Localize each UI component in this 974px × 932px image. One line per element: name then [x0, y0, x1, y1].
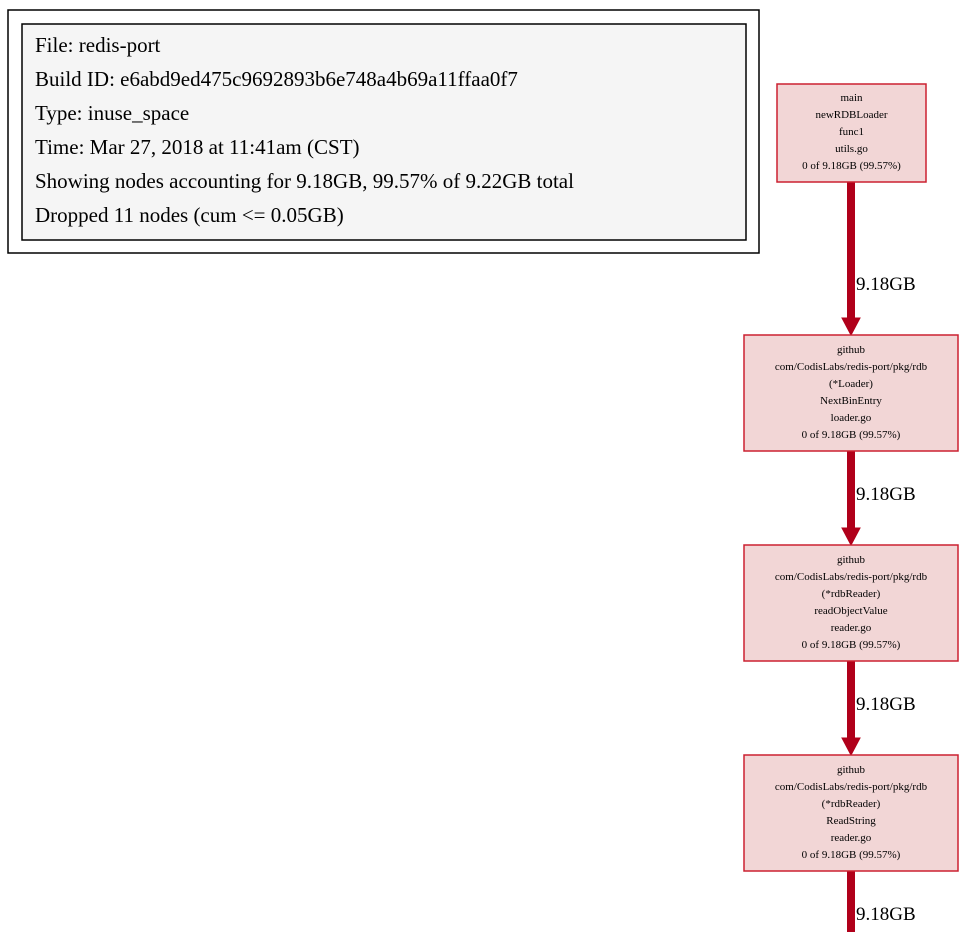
node-function: newRDBLoader — [815, 109, 887, 121]
node-receiver: (*rdbReader) — [822, 798, 881, 810]
node-package-path: com/CodisLabs/redis-port/pkg/rdb — [775, 571, 928, 583]
node-loader-nextbinentry[interactable]: github com/CodisLabs/redis-port/pkg/rdb … — [743, 334, 959, 452]
node-stats: 0 of 9.18GB (99.57%) — [802, 849, 901, 861]
node-main-newrdbloader-func1[interactable]: main newRDBLoader func1 utils.go 0 of 9.… — [776, 83, 927, 183]
edge-label: 9.18GB — [856, 694, 916, 715]
node-package: github — [837, 554, 866, 566]
node-box — [743, 754, 959, 872]
edge-nextbinentry-to-readobjectvalue[interactable]: 9.18GB — [841, 451, 916, 547]
edge-main-to-nextbinentry[interactable]: 9.18GB — [841, 182, 916, 337]
node-box — [776, 83, 927, 183]
node-rdbreader-readobjectvalue[interactable]: github com/CodisLabs/redis-port/pkg/rdb … — [743, 544, 959, 662]
legend-line-dropped: Dropped 11 nodes (cum <= 0.05GB) — [35, 203, 344, 227]
node-receiver: (*Loader) — [829, 378, 873, 390]
node-stats: 0 of 9.18GB (99.57%) — [802, 160, 901, 172]
node-file: utils.go — [835, 143, 868, 155]
node-rdbreader-readstring[interactable]: github com/CodisLabs/redis-port/pkg/rdb … — [743, 754, 959, 872]
edge-label: 9.18GB — [856, 274, 916, 295]
node-stats: 0 of 9.18GB (99.57%) — [802, 429, 901, 441]
edge-readstring-to-next[interactable]: 9.18GB — [847, 871, 916, 932]
node-package: main — [841, 92, 863, 104]
node-package-path: com/CodisLabs/redis-port/pkg/rdb — [775, 781, 928, 793]
node-stats: 0 of 9.18GB (99.57%) — [802, 639, 901, 651]
legend-line-file: File: redis-port — [35, 33, 161, 57]
node-box — [743, 334, 959, 452]
legend-inner-box — [21, 23, 747, 241]
node-file: reader.go — [831, 622, 872, 634]
edge-label: 9.18GB — [856, 484, 916, 505]
legend-line-type: Type: inuse_space — [35, 101, 189, 125]
node-box — [743, 544, 959, 662]
node-file: loader.go — [831, 412, 872, 424]
node-package: github — [837, 764, 866, 776]
node-function: ReadString — [826, 815, 876, 827]
edge-arrowhead — [841, 317, 861, 337]
edge-arrowhead — [841, 737, 861, 757]
node-function: readObjectValue — [814, 605, 887, 617]
edge-arrowhead — [841, 527, 861, 547]
edge-readobjectvalue-to-readstring[interactable]: 9.18GB — [841, 661, 916, 757]
legend-line-build-id: Build ID: e6abd9ed475c9692893b6e748a4b69… — [35, 67, 518, 91]
edge-label: 9.18GB — [856, 904, 916, 925]
node-file: reader.go — [831, 832, 872, 844]
legend: File: redis-port Build ID: e6abd9ed475c9… — [7, 9, 760, 254]
node-function-part: func1 — [839, 126, 864, 138]
node-package-path: com/CodisLabs/redis-port/pkg/rdb — [775, 361, 928, 373]
node-package: github — [837, 344, 866, 356]
legend-line-showing: Showing nodes accounting for 9.18GB, 99.… — [35, 169, 574, 193]
node-function: NextBinEntry — [820, 395, 882, 407]
legend-line-time: Time: Mar 27, 2018 at 11:41am (CST) — [35, 135, 360, 159]
node-receiver: (*rdbReader) — [822, 588, 881, 600]
